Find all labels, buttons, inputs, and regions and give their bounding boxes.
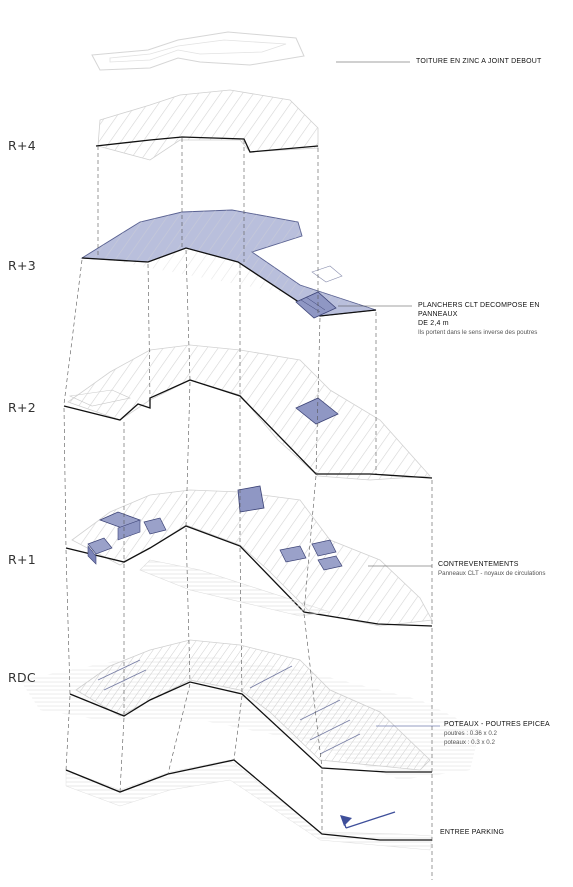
roof-inner (109, 39, 287, 63)
annotation-posts-columns: poteaux : 0.3 x 0.2 (444, 739, 495, 746)
annotation-parking: ENTREE PARKING (440, 828, 566, 837)
floor-r2-edge (63, 379, 433, 479)
annotation-bracing-title: CONTREVENTEMENTS (438, 561, 519, 568)
floor-r1 (65, 485, 433, 627)
annotation-floors-title: PLANCHERS CLT DECOMPOSE EN PANNEAUX (418, 302, 540, 318)
level-label-r1: R+1 (8, 552, 37, 567)
level-label-r2: R+2 (8, 400, 37, 415)
floor-r4-edge (95, 136, 319, 153)
annotation-posts-beams: poutres : 0.36 x 0.2 (444, 730, 497, 737)
floor-r2 (63, 344, 433, 481)
floor-r3 (80, 209, 377, 319)
annotation-floors-title-2: DE 2,4 m (418, 320, 449, 327)
floor-r1-edge (65, 525, 433, 627)
floor-r3-edge (81, 247, 377, 317)
annotation-posts: POTEAUX - POUTRES EPICEA poutres : 0.36 … (444, 720, 570, 747)
annotation-bracing-desc: Panneaux CLT - noyaux de circulations (438, 570, 546, 577)
floor-rdc (20, 639, 480, 851)
roof-outline (91, 31, 305, 71)
level-label-r4: R+4 (8, 138, 37, 153)
annotation-posts-title: POTEAUX - POUTRES EPICEA (444, 721, 550, 728)
annotation-bracing: CONTREVENTEMENTS Panneaux CLT - noyaux d… (438, 560, 570, 578)
clt-panel-detail (295, 291, 337, 319)
annotation-floors-desc: Ils portent dans le sens inverse des pou… (418, 329, 538, 336)
annotation-parking-title: ENTREE PARKING (440, 829, 505, 836)
annotation-roof: TOITURE EN ZINC A JOINT DEBOUT (416, 57, 566, 66)
clt-panel-r2 (295, 397, 339, 425)
leader-lines (336, 61, 440, 727)
level-label-rdc: RDC (8, 670, 36, 685)
level-label-r3: R+3 (8, 258, 37, 273)
bracing-cores (87, 485, 343, 571)
annotation-floors: PLANCHERS CLT DECOMPOSE EN PANNEAUX DE 2… (418, 301, 570, 337)
floor-rdc-edge (69, 681, 432, 773)
annotation-roof-title: TOITURE EN ZINC A JOINT DEBOUT (416, 58, 542, 65)
parking-entrance-arrow (340, 811, 396, 829)
floor-r4 (95, 89, 319, 161)
projection-lines (63, 138, 433, 880)
roof-layer (91, 31, 305, 71)
